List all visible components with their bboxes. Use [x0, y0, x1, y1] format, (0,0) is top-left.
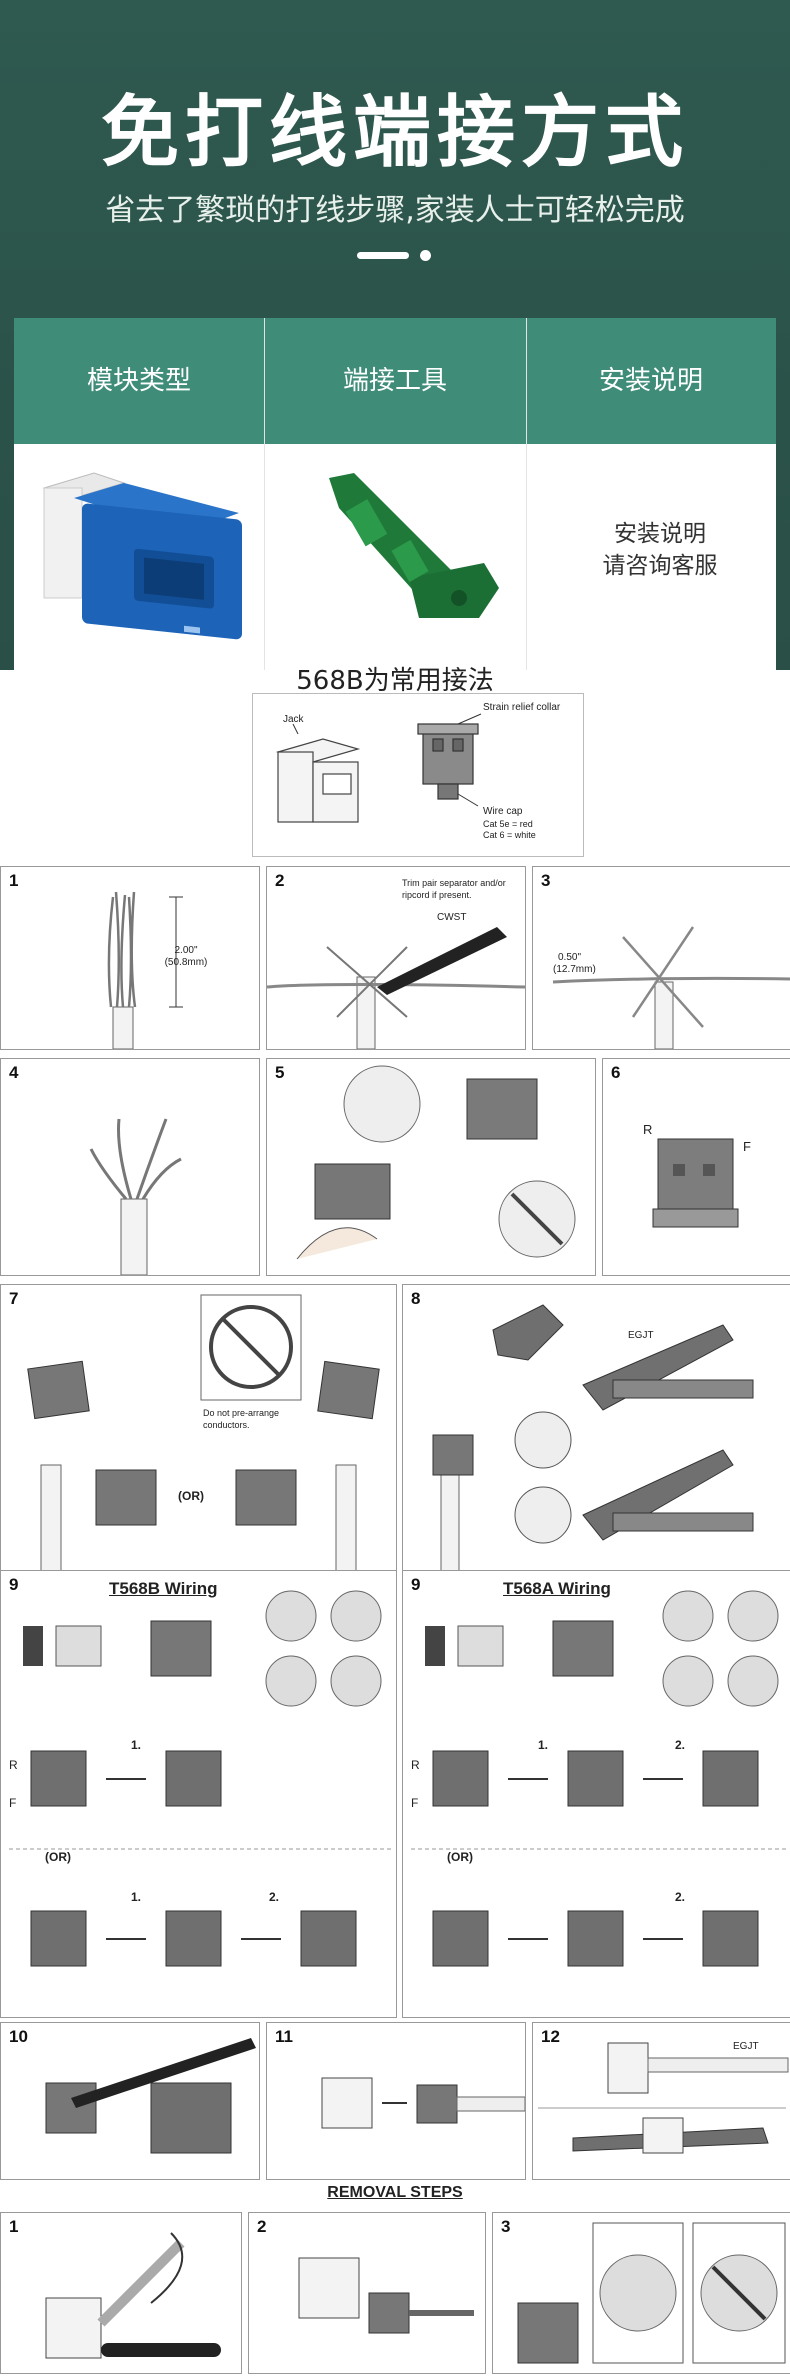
- step-number: 6: [611, 1063, 621, 1082]
- step-7-panel: 7 Do not pre-arrange conductors. (OR): [0, 1284, 397, 1572]
- termination-tool-image: [329, 473, 499, 618]
- step-8-panel: 8 EGJT: [402, 1284, 790, 1572]
- hero-title: 免打线端接方式: [100, 88, 689, 178]
- label-r: R: [643, 1122, 653, 1137]
- parts-diagram: Jack Strain relief collar Wire cap Cat 5…: [252, 693, 584, 857]
- step-9-t568a-panel: 9 T568A Wiring R F (OR) 1. 2. 2. B A: [402, 1570, 790, 2018]
- step-4-panel: 4: [0, 1058, 260, 1276]
- step-number: 9: [411, 1575, 421, 1594]
- step-number: 8: [411, 1289, 421, 1308]
- install-note-line2: 请咨询客服: [602, 553, 718, 579]
- step-number: 3: [501, 2217, 511, 2236]
- or-label: (OR): [45, 1850, 71, 1864]
- step-number: 2: [275, 871, 285, 890]
- tool-label-cwst: CWST: [437, 912, 467, 923]
- substep-2-label: 2.: [675, 1890, 686, 1904]
- substep-1-label: 1.: [538, 1738, 549, 1752]
- table-divider: [526, 318, 527, 670]
- step-11-panel: 11: [266, 2022, 526, 2180]
- dim-label: 0.50": [558, 952, 582, 963]
- table-divider: [264, 318, 265, 670]
- hero-dash-decoration: [357, 252, 409, 259]
- step-number: 4: [9, 1063, 19, 1082]
- dim-label: 2.00": [174, 945, 198, 956]
- step-6-panel: 6 R F: [602, 1058, 790, 1276]
- step-number: 7: [9, 1289, 19, 1308]
- step-3-panel: 3 0.50" (12.7mm): [532, 866, 790, 1050]
- product-info-table: 模块类型 端接工具 安装说明: [14, 318, 776, 670]
- header-module-type: 模块类型: [86, 366, 191, 396]
- removal-step-1-panel: 1: [0, 2212, 242, 2374]
- label-wire-cap: Wire cap: [483, 806, 523, 817]
- step-2-panel: 2 Trim pair separator and/or ripcord if …: [266, 866, 526, 1050]
- or-label: (OR): [447, 1850, 473, 1864]
- label-f: F: [411, 1796, 419, 1810]
- step-number: 10: [9, 2027, 28, 2046]
- step-number: 5: [275, 1063, 285, 1082]
- substep-1-label: 1.: [131, 1890, 142, 1904]
- tool-label-egjt: EGJT: [628, 1330, 654, 1341]
- t568b-title: T568B Wiring: [109, 1579, 218, 1598]
- table-header-row: [14, 318, 776, 444]
- t568a-title: T568A Wiring: [503, 1579, 611, 1598]
- install-note: 安装说明 请咨询客服: [544, 518, 776, 582]
- trim-note: Trim pair separator and/or ripcord if pr…: [402, 878, 506, 900]
- header-termination-tool: 端接工具: [342, 366, 447, 396]
- removal-step-2-panel: 2: [248, 2212, 486, 2374]
- jack-drawing: [275, 738, 361, 823]
- label-f: F: [743, 1139, 751, 1154]
- step-number: 9: [9, 1575, 19, 1594]
- hero-subtitle: 省去了繁琐的打线步骤,家装人士可轻松完成: [105, 193, 685, 228]
- tool-label-egjt: EGJT: [733, 2041, 759, 2052]
- label-r: R: [9, 1758, 18, 1772]
- dim-mm-label: (12.7mm): [553, 964, 596, 975]
- label-jack: Jack: [283, 714, 304, 725]
- substep-2-label: 2.: [675, 1738, 686, 1752]
- dim-mm-label: (50.8mm): [164, 957, 208, 968]
- step-5-panel: 5: [266, 1058, 596, 1276]
- cable-drawing: [107, 891, 137, 1049]
- table-images: [42, 472, 499, 640]
- step-12-panel: 12 EGJT: [532, 2022, 790, 2180]
- substep-1-label: 1.: [131, 1738, 142, 1752]
- keystone-jack-image: [42, 472, 242, 640]
- step-9-t568b-panel: 9 T568B Wiring R F (OR) 1. 1. 2. B A: [0, 1570, 397, 2018]
- label-f: F: [9, 1796, 17, 1810]
- label-cat5e: Cat 5e = red: [483, 819, 533, 829]
- wire-cap-drawing: [417, 723, 479, 800]
- label-cat6: Cat 6 = white: [483, 830, 536, 840]
- removal-step-3-panel: 3: [492, 2212, 790, 2374]
- header-install-guide: 安装说明: [598, 366, 703, 396]
- hero-banner: 免打线端接方式 省去了繁琐的打线步骤,家装人士可轻松完成 模块类型 端接工具 安…: [0, 0, 790, 670]
- pre-arrange-warning: Do not pre-arrange conductors.: [203, 1408, 280, 1430]
- step-number: 11: [275, 2027, 293, 2046]
- step-number: 1: [9, 2217, 19, 2236]
- hero-dot-decoration: [420, 250, 431, 261]
- or-label: (OR): [178, 1489, 204, 1503]
- removal-title: REMOVAL STEPS: [327, 2184, 463, 2201]
- step-number: 2: [257, 2217, 267, 2236]
- wiring-caption: 568B为常用接法: [296, 666, 494, 696]
- label-r: R: [411, 1758, 420, 1772]
- step-10-panel: 10: [0, 2022, 260, 2180]
- substep-2-label: 2.: [269, 1890, 280, 1904]
- step-number: 3: [541, 871, 551, 890]
- step-number: 1: [9, 871, 19, 890]
- install-note-line1: 安装说明: [614, 521, 706, 547]
- step-number: 12: [541, 2027, 560, 2046]
- step-1-panel: 1 2.00" (50.8mm): [0, 866, 260, 1050]
- label-strain-relief: Strain relief collar: [483, 702, 561, 713]
